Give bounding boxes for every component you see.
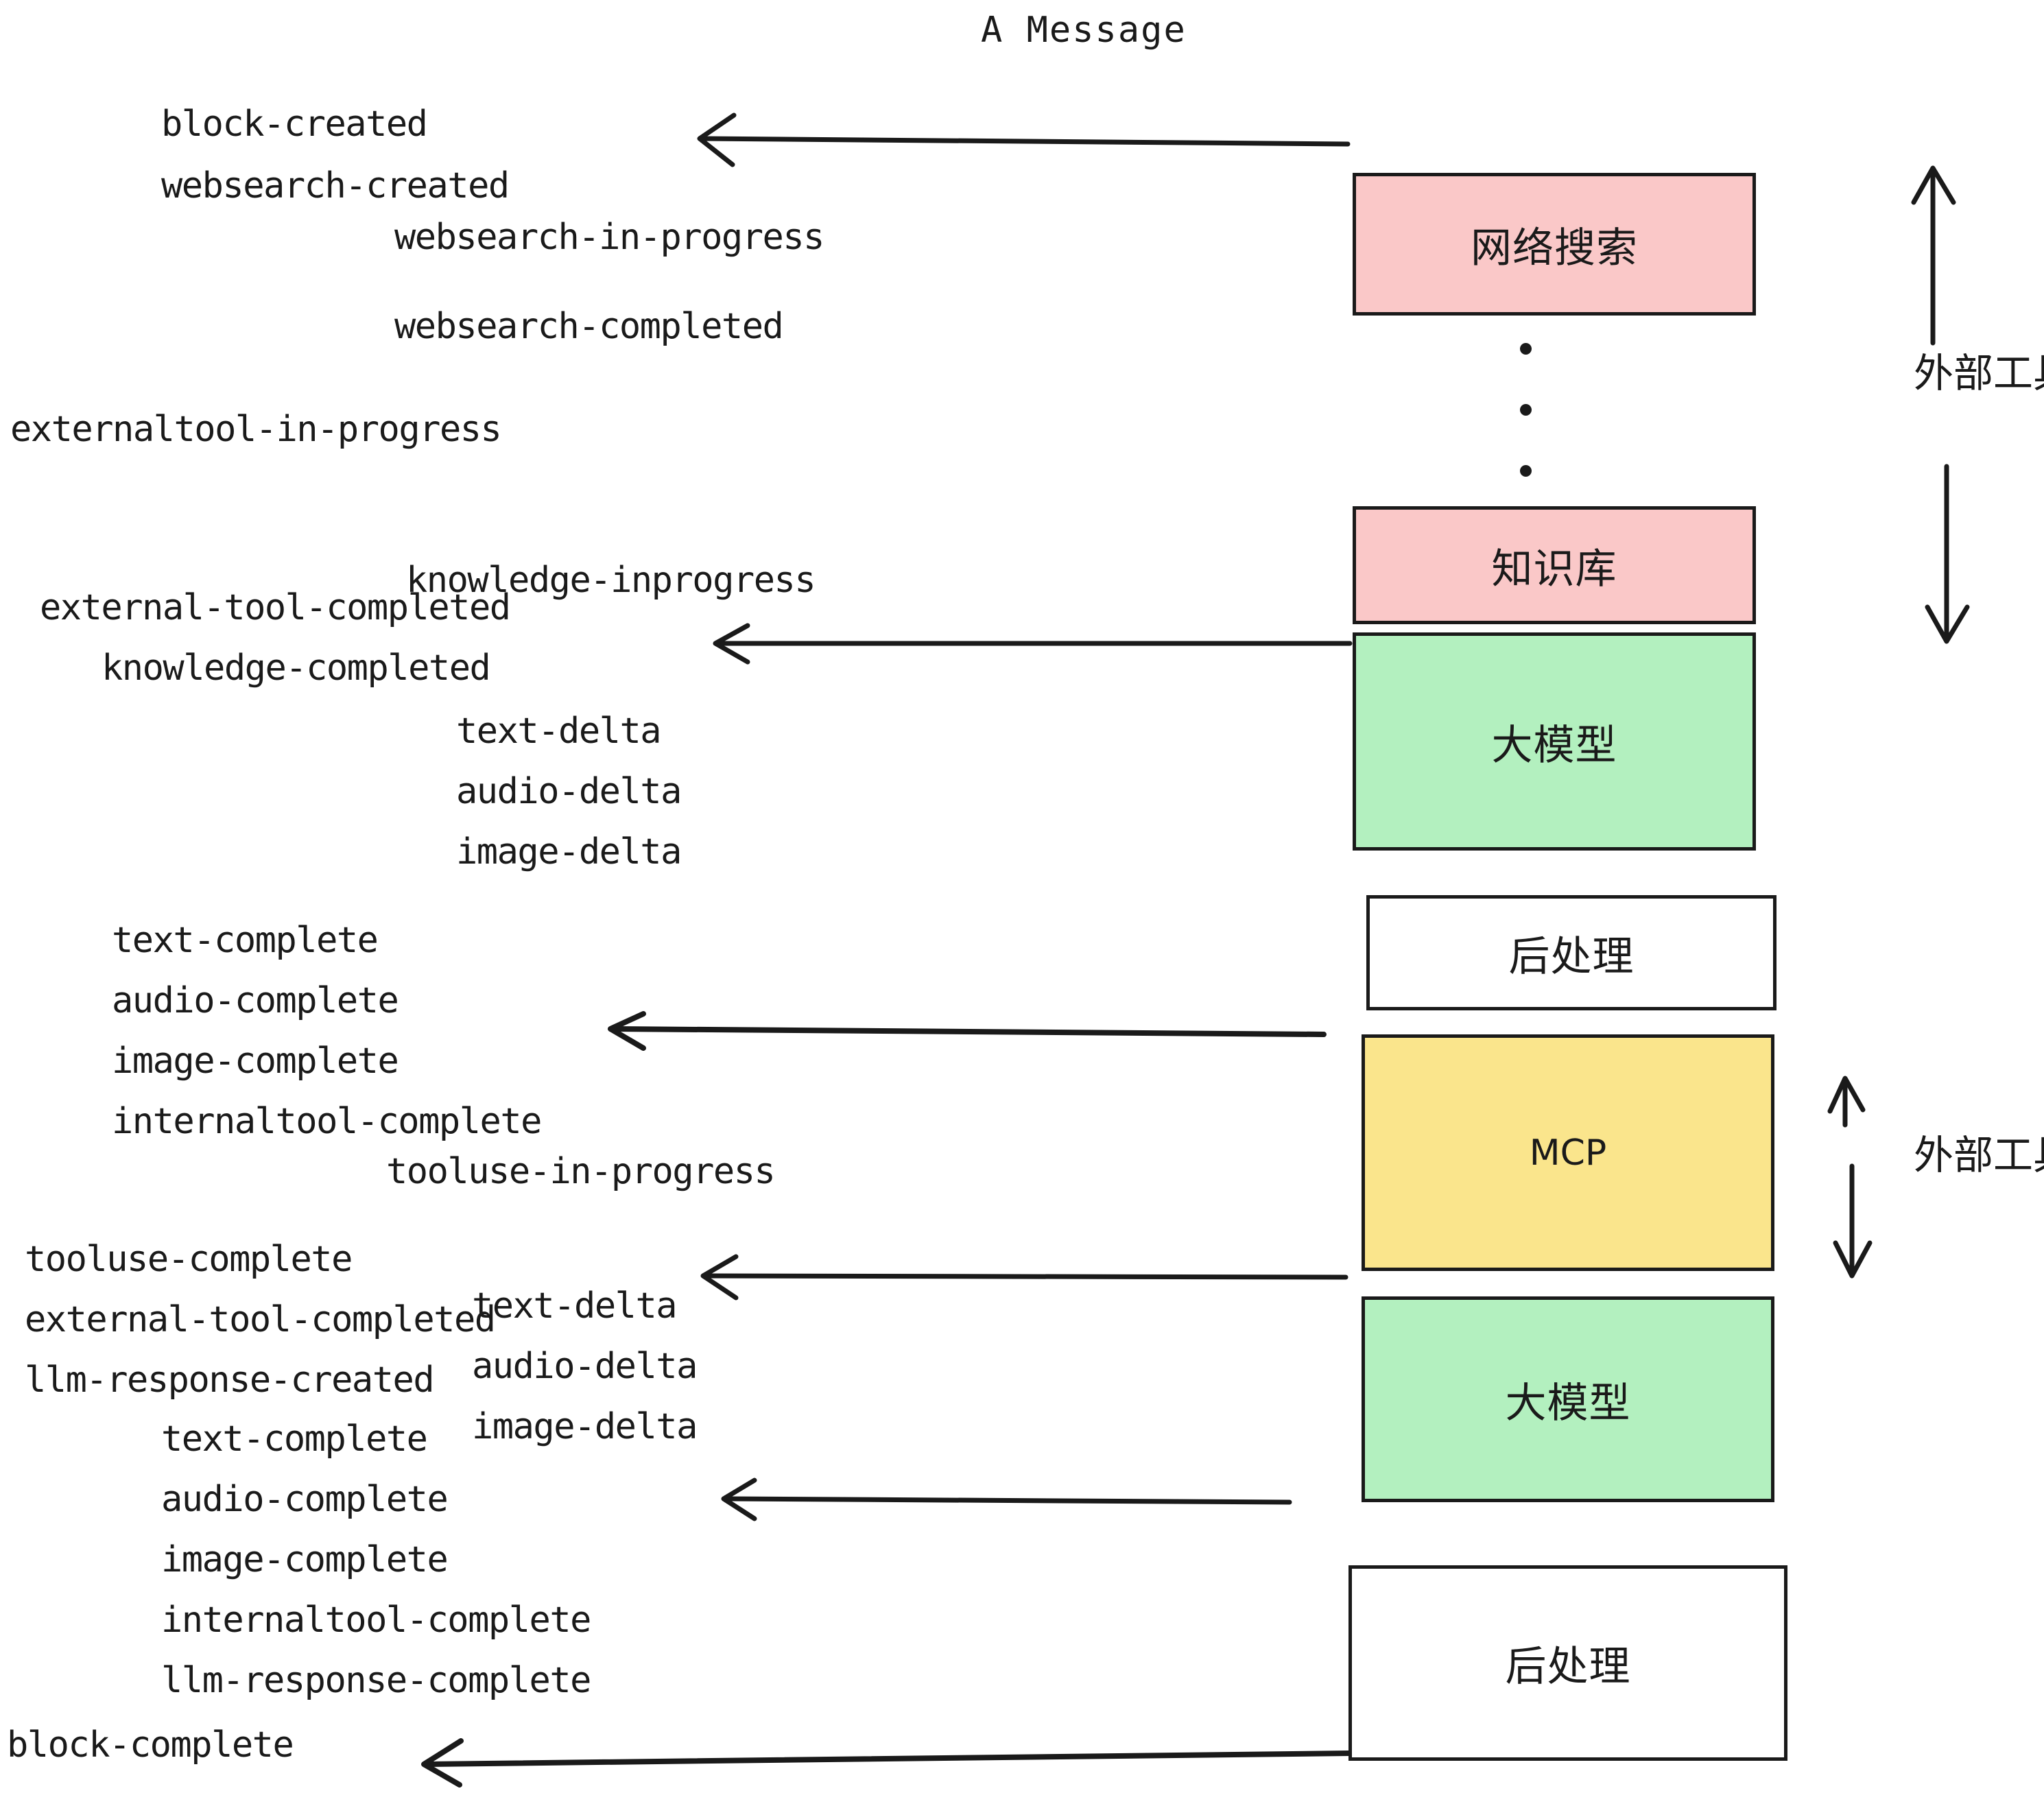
arrow-postprocess1-to-events: [608, 1011, 1327, 1051]
event-label-text-complete-2: text-complete: [161, 1419, 428, 1460]
arrow-knowledge-to-events: [713, 623, 1353, 665]
event-label-websearch-completed: websearch-completed: [394, 306, 784, 347]
ellipsis-dot: [1519, 343, 1532, 355]
event-label-image-complete-1: image-complete: [112, 1041, 399, 1082]
event-label-external-tool-completed-2: external-tool-completed: [25, 1299, 496, 1340]
node-postprocess-2-label: 后处理: [1505, 1643, 1631, 1691]
event-label-tooluse-in-progress: tooluse-in-progress: [386, 1151, 776, 1192]
side-label-external-tool-top: 外部工具: [1914, 350, 2044, 396]
event-label-knowledge-completed: knowledge-completed: [102, 648, 491, 689]
arrow-mcp-to-events: [700, 1254, 1348, 1301]
event-label-externaltool-in-progress: externaltool-in-progress: [10, 409, 502, 450]
event-label-image-delta-2: image-delta: [472, 1406, 698, 1447]
event-label-image-delta-1: image-delta: [456, 831, 682, 873]
event-label-block-complete: block-complete: [7, 1724, 294, 1766]
scope-arrow-external-tool-bottom: [1827, 1076, 1873, 1279]
event-label-audio-delta-1: audio-delta: [456, 771, 682, 812]
page-title: A Message: [981, 10, 1187, 51]
event-label-text-delta-2: text-delta: [472, 1285, 678, 1327]
event-label-llm-response-complete: llm-response-complete: [161, 1660, 591, 1701]
arrow-llm2-to-events: [721, 1477, 1292, 1521]
event-label-llm-response-created: llm-response-created: [25, 1360, 435, 1401]
node-mcp-label: MCP: [1529, 1132, 1607, 1174]
node-llm-1-label: 大模型: [1491, 721, 1617, 770]
arrow-postprocess2-to-block-complete: [421, 1738, 1351, 1788]
event-label-internaltool-complete-1: internaltool-complete: [112, 1101, 542, 1142]
node-knowledge[interactable]: 知识库: [1353, 506, 1756, 624]
node-llm-1[interactable]: 大模型: [1353, 632, 1756, 851]
event-label-audio-complete-1: audio-complete: [112, 980, 399, 1021]
event-label-text-delta-1: text-delta: [456, 711, 662, 752]
event-label-audio-delta-2: audio-delta: [472, 1346, 698, 1387]
ellipsis-dot: [1519, 465, 1532, 477]
node-websearch[interactable]: 网络搜索: [1353, 173, 1756, 316]
event-label-image-complete-2: image-complete: [161, 1539, 449, 1580]
node-mcp[interactable]: MCP: [1362, 1034, 1774, 1271]
node-postprocess-1-label: 后处理: [1508, 932, 1635, 981]
node-postprocess-2[interactable]: 后处理: [1348, 1565, 1787, 1761]
event-label-websearch-in-progress: websearch-in-progress: [394, 217, 824, 258]
side-label-external-tool-bottom: 外部工具: [1914, 1132, 2044, 1178]
event-label-internaltool-complete-2: internaltool-complete: [161, 1600, 591, 1641]
scope-arrow-external-tool-top: [1911, 165, 1970, 644]
ellipsis-dot: [1519, 404, 1532, 416]
event-label-knowledge-inprogress: knowledge-inprogress: [406, 560, 816, 601]
node-llm-2[interactable]: 大模型: [1362, 1296, 1774, 1502]
event-label-websearch-created: websearch-created: [161, 165, 510, 206]
arrow-websearch-to-events: [697, 112, 1351, 167]
event-label-text-complete-1: text-complete: [112, 920, 379, 961]
ellipsis-dots: [1519, 343, 1532, 477]
event-label-tooluse-complete: tooluse-complete: [25, 1239, 353, 1280]
node-knowledge-label: 知识库: [1491, 545, 1617, 593]
event-label-audio-complete-2: audio-complete: [161, 1479, 449, 1520]
node-llm-2-label: 大模型: [1505, 1379, 1631, 1427]
event-label-block-created: block-created: [161, 104, 428, 145]
node-websearch-label: 网络搜索: [1471, 224, 1638, 272]
event-label-external-tool-completed-1: external-tool-completed: [40, 587, 511, 628]
node-postprocess-1[interactable]: 后处理: [1366, 895, 1776, 1010]
